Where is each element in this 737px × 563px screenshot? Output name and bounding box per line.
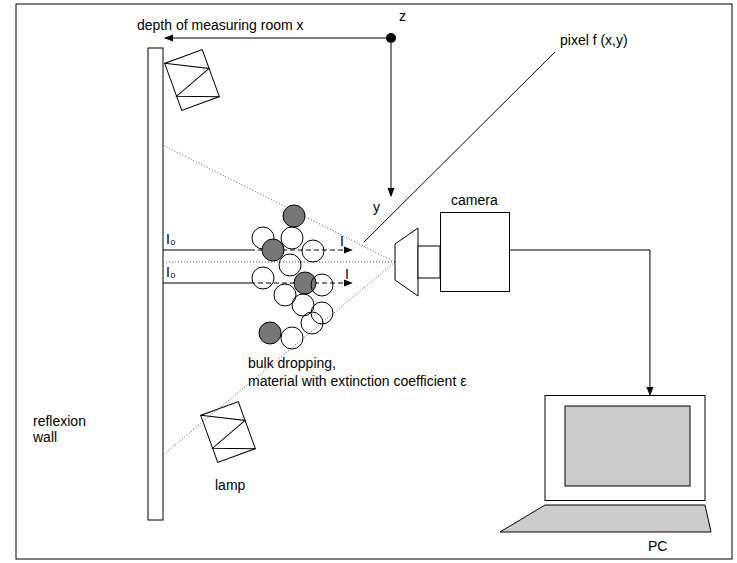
particle — [311, 302, 333, 324]
callout-label: pixel f (x,y) — [560, 32, 628, 48]
particle — [283, 205, 305, 227]
wall-label: reflexion wall — [33, 413, 105, 445]
x-axis-arrow — [165, 38, 386, 39]
intensity-label: I₀ — [166, 231, 176, 247]
material-label: bulk dropping, — [248, 355, 336, 371]
particle — [301, 312, 323, 334]
particle — [262, 239, 284, 261]
particle — [259, 322, 281, 344]
node-label: camera — [451, 192, 498, 208]
frame — [16, 4, 732, 559]
intensity-label: I — [345, 266, 349, 282]
intensity-label: I — [340, 233, 344, 249]
laptop-outline — [498, 395, 712, 533]
node-label: PC — [648, 538, 667, 554]
particle — [281, 327, 303, 349]
particles — [252, 205, 333, 349]
particle — [281, 227, 303, 249]
particle — [302, 240, 324, 262]
reflexion-wall — [148, 48, 163, 520]
axis-label: depth of measuring room x — [137, 17, 304, 33]
material-label: material with extinction coefficient ε — [248, 373, 466, 389]
intensity-label: I₀ — [166, 264, 176, 280]
axis-label: y — [373, 199, 380, 215]
lamp-symbol — [165, 50, 220, 111]
particle — [279, 254, 301, 276]
axis-label: z — [399, 8, 406, 24]
origin-dot — [386, 33, 396, 43]
lamp-symbol — [201, 402, 256, 463]
camera-body: camera — [440, 212, 510, 292]
cable-connector — [510, 250, 650, 395]
y-axis-arrow — [391, 43, 392, 196]
camera-lens — [395, 228, 440, 296]
particle — [252, 267, 274, 289]
particle — [311, 274, 333, 296]
pc-laptop: PC — [498, 395, 712, 533]
view-cone — [163, 145, 395, 455]
lamp-label: lamp — [215, 477, 245, 493]
